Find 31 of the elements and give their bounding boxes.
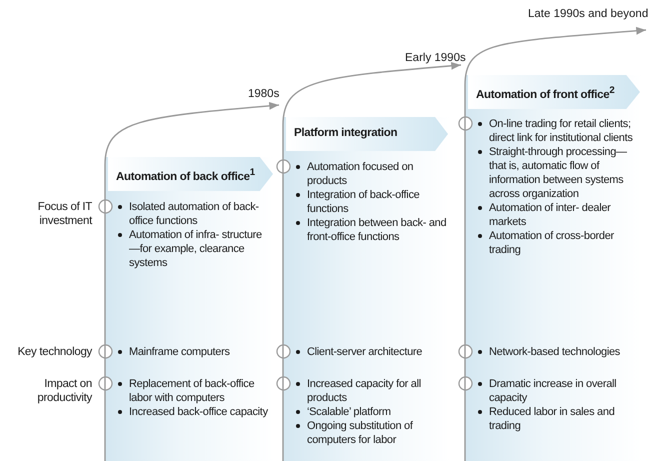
bullet-item: Increased capacity for all products (307, 377, 447, 405)
bullet-item: Isolated automation of back-office functions (129, 200, 271, 228)
timeline-arrow (464, 26, 646, 86)
bullet-item: Integration of back-office functions (307, 188, 447, 216)
bullet-item: Client-server architecture (307, 345, 447, 359)
bullet-item: Automation focused on products (307, 160, 447, 188)
bullet-item: Automation of inter- dealer markets (489, 201, 639, 229)
bullet-item: Mainframe computers (129, 345, 271, 359)
column-heading: Platform integration (294, 127, 398, 139)
edge-label: Late 1990s and beyond (528, 8, 648, 20)
bullet-item: Straight-through processing—that is, automatic flow of information between systems across organization (489, 145, 639, 201)
row-label: Key technology (16, 345, 92, 359)
bullet-item: ‘Scalable’ platform (307, 405, 447, 419)
bullet-item: Network-based technologies (489, 345, 639, 359)
edge-label: Early 1990s (405, 52, 466, 64)
bullet-item: Integration between back- and front-office functions (307, 216, 447, 244)
bullet-item: Ongoing substitution of computers for labor (307, 419, 447, 447)
column-heading: Automation of back office$^{1}$ (116, 167, 255, 183)
edge-label: 1980s (248, 88, 280, 100)
bullet-item: Automation of cross-border trading (489, 229, 639, 257)
bullet-item: Reduced labor in sales and trading (489, 405, 639, 433)
timeline-arrow (282, 62, 462, 126)
bullet-item: Increased back-office capacity (129, 405, 271, 419)
row-label: Focus of IT investment (36, 200, 92, 228)
bullet-item: Replacement of back-office labor with computers (129, 377, 271, 405)
bullet-item: Dramatic increase in overall capacity (489, 377, 639, 405)
bullet-item: Automation of infra- structure—for example, clearance systems (129, 228, 271, 270)
bullet-item: On-line trading for retail clients; direct link for institutional clients (489, 117, 639, 145)
row-label: Impact on productivity (36, 377, 92, 405)
column-heading: Automation of front office$^{2}$ (476, 85, 614, 101)
timeline-arrow (104, 102, 280, 166)
